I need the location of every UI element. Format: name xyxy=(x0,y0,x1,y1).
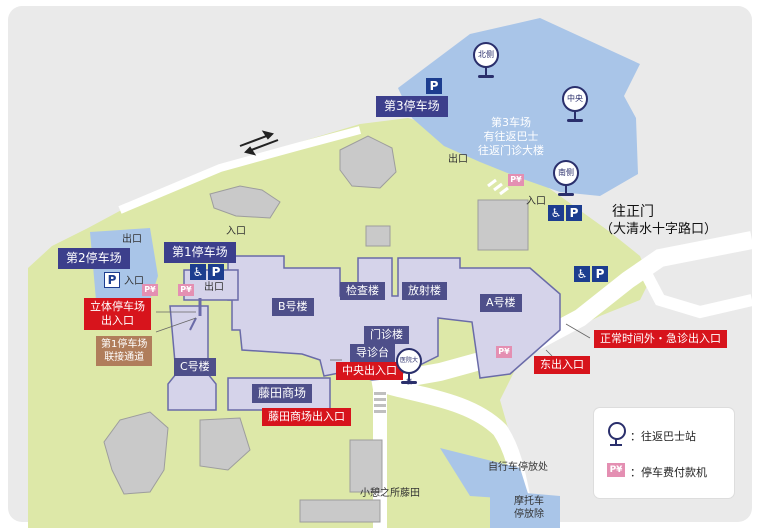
building-b-label: B号楼 xyxy=(272,298,314,316)
guide-desk-label: 导诊台 xyxy=(350,344,395,362)
road-main xyxy=(370,231,754,393)
map-legend: ：往返巴士站 P¥ ：停车费付款机 xyxy=(594,408,734,498)
building-a-label: A号楼 xyxy=(480,294,522,312)
outpatient-building-label: 门诊楼 xyxy=(364,326,409,344)
pay-machine-icon: P¥ xyxy=(178,284,194,296)
bus-stop-north: 北侧 xyxy=(473,42,499,80)
wheelchair-icon: ♿ xyxy=(548,205,564,221)
lot2-entrance-label: 入口 xyxy=(124,276,144,287)
main-gate-sub-label: （大清水十字路口） xyxy=(600,222,718,237)
parking-lot-2-label: 第2停车场 xyxy=(58,248,130,269)
legend-pay-machine-icon: P¥ xyxy=(607,463,625,477)
bicycle-parking-label: 自行车停放处 xyxy=(488,462,548,473)
after-hours-entrance-label: 正常时间外・急诊出入口 xyxy=(594,330,727,348)
lot1-entrance-label: 入口 xyxy=(226,226,246,237)
lot2-p-icon: P xyxy=(104,272,120,288)
lot3-exit-label: 出口 xyxy=(448,154,468,165)
other-buildings xyxy=(103,135,529,523)
motorcycle-lot-area xyxy=(490,490,560,528)
bus-stop-icon: 北侧 xyxy=(473,42,499,68)
exit-crosswalk xyxy=(487,178,509,196)
lot3-p-icon: P xyxy=(566,205,582,221)
crosswalk xyxy=(374,392,386,413)
pay-machine-icon: P¥ xyxy=(142,284,158,296)
lot2-exit-label: 出口 xyxy=(122,234,142,245)
main-gate-label: 往正门 xyxy=(612,204,654,220)
legend-bus-stop-text: ：往返巴士站 xyxy=(630,430,696,443)
pay-machine-icon: P¥ xyxy=(496,346,512,358)
fujita-mall-label: 藤田商场 xyxy=(252,384,313,403)
inspection-building-label: 检查楼 xyxy=(340,282,385,300)
bus-stop-hospital: 医院大楼 xyxy=(396,348,422,386)
legend-bus-stop-icon xyxy=(608,422,626,440)
lot1-p-icon: P xyxy=(208,264,224,280)
callout-lines xyxy=(155,311,591,361)
bicycle-lot-area xyxy=(440,448,530,500)
passage-to-c xyxy=(189,317,197,331)
parking-lot-3-area xyxy=(398,18,640,196)
road-east-branch xyxy=(634,259,754,319)
lot1-passage-label: 第1停车场 联接通道 xyxy=(96,336,153,366)
bus-stop-icon: 南侧 xyxy=(553,160,579,186)
multistory-parking-entrance-label: 立体停车场 出入口 xyxy=(84,298,151,330)
lot3-entrance-label: 入口 xyxy=(526,196,546,207)
bus-stop-icon: 中央 xyxy=(562,86,588,112)
legend-pay-machine-text: ：停车费付款机 xyxy=(630,466,707,479)
bus-stop-center: 中央 xyxy=(562,86,588,124)
radiology-building-label: 放射楼 xyxy=(402,282,447,300)
small-shop-label: 小憩之所藤田 xyxy=(360,488,420,499)
wheelchair-icon: ♿ xyxy=(190,264,206,280)
two-way-arrows xyxy=(239,130,279,156)
central-entrance-label: 中央出入口 xyxy=(336,362,403,380)
east-entrance-label: 东出入口 xyxy=(534,356,590,374)
lot1-exit-label: 出口 xyxy=(204,282,224,293)
motorcycle-parking-label: 摩托车 停放除 xyxy=(514,496,544,520)
road-north xyxy=(118,126,362,214)
bus-stop-south: 南侧 xyxy=(553,160,579,198)
pay-machine-icon: P¥ xyxy=(508,174,524,186)
bus-stop-icon: 医院大楼 xyxy=(396,348,422,386)
building-c-label: C号楼 xyxy=(174,358,216,376)
east-p-icon: P xyxy=(592,266,608,282)
parking-lot-1-label: 第1停车场 xyxy=(164,242,236,263)
wheelchair-icon: ♿ xyxy=(574,266,590,282)
parking-lot-3-icon: P xyxy=(426,78,442,94)
parking-lot-3-label: 第3停车场 xyxy=(376,96,448,117)
fujita-mall-entrance-label: 藤田商场出入口 xyxy=(262,408,351,426)
parking-lot-3-note: 第3车场 有往返巴士 往返门诊大楼 xyxy=(478,116,544,157)
